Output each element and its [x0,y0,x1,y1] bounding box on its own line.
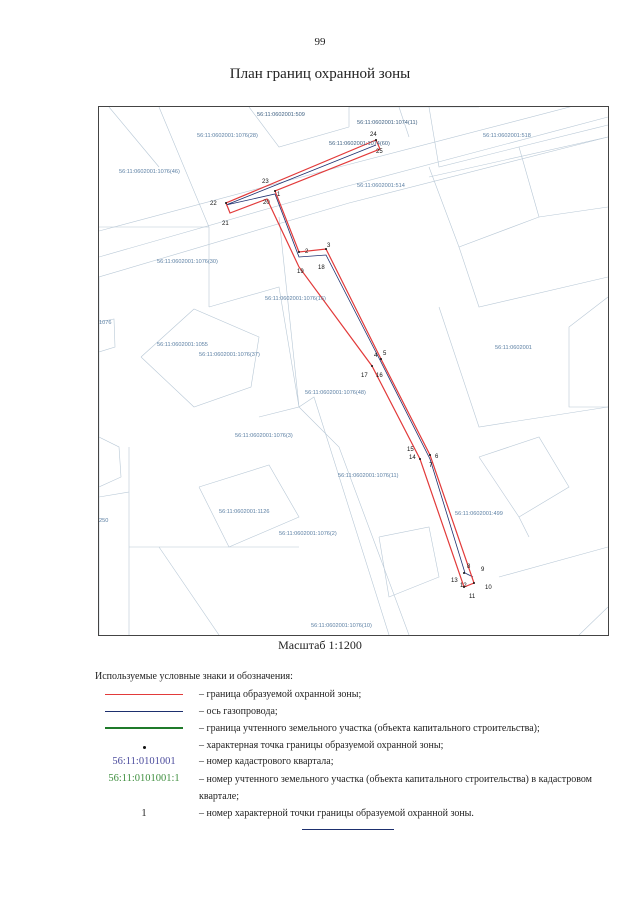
map-label-4: 56:11:0602001:1074(60) [329,141,390,147]
point-marker [298,251,300,253]
point-label-13: 13 [451,578,458,584]
point-label-15: 15 [407,447,414,453]
legend-item-parcel-boundary: – граница учтенного земельного участка (… [96,721,616,739]
point-label-24: 24 [370,132,377,138]
point-label-11: 11 [469,594,476,600]
legend-symbol-parcel-code: 56:11:0101001:1 [108,772,180,784]
point-label-1: 1 [277,192,281,198]
map-label-20: 56:11:0602001:1076(2) [279,531,337,537]
point-marker [274,190,276,192]
point-label-17: 17 [361,373,368,379]
background-parcel-lines [99,107,608,635]
legend-item-gas-axis: – ось газопровода; [96,704,616,722]
point-label-5: 5 [383,351,387,357]
point-label-9: 9 [481,567,485,573]
point-label-12: 12 [460,583,467,589]
legend-symbol-dot [96,738,192,752]
map-label-19: 250 [99,518,108,524]
legend-text: – номер характерной точки границы образу… [199,808,474,819]
point-label-4: 4 [374,353,378,359]
map-label-1: 56:11:0602001:509 [257,112,305,118]
map-label-7: 56:11:0602001:514 [357,183,405,189]
map-label-17: 56:11:0602001:1126 [219,509,270,515]
point-label-25: 25 [376,149,383,155]
map-label-12: 56:11:0602001:1076(37) [199,352,260,358]
point-label-2: 2 [305,249,309,255]
point-label-18: 18 [318,265,325,271]
cadastral-map: 56:11:0602001:509 56:11:0602001:1074(11)… [98,106,609,636]
legend-symbol-quarter-code: 56:11:0101001 [112,755,176,767]
map-label-11: 56:11:0602001:1055 [157,342,208,348]
map-label-5: 56:11:0602001:518 [483,133,531,139]
point-marker [380,358,382,360]
page-title: План границ охранной зоны [229,66,411,82]
point-marker [463,586,465,588]
point-marker [375,139,377,141]
legend-text: – характерная точка границы образуемой о… [199,740,444,751]
legend-item-point-number: 1 – номер характерной точки границы обра… [96,806,616,824]
legend-symbol-number: 1 [141,807,147,819]
point-marker [429,454,431,456]
protection-zone-boundary [225,139,475,588]
map-label-16: 56:11:0602001:1076(11) [338,473,399,479]
map-label-15: 56:11:0602001:1076(3) [235,433,293,439]
legend-item-quarter-number: 56:11:0101001 – номер кадастрового кварт… [96,754,616,772]
map-label-9: 56:11:0602001:1076(16) [265,296,326,302]
point-marker [473,582,475,584]
map-label-21: 56:11:0602001:1076(10) [311,623,372,629]
point-marker [463,572,465,574]
map-label-6: 56:11:0602001:1076(46) [119,169,180,175]
point-label-10: 10 [485,585,492,591]
point-label-3: 3 [327,243,331,249]
point-label-19: 19 [297,269,304,275]
map-scale: Масштаб 1:1200 [278,638,362,652]
legend-text: – номер кадастрового квартала; [199,756,334,767]
point-label-23: 23 [262,179,269,185]
legend-symbol-green-line [96,721,192,735]
point-marker [371,365,373,367]
legend-text: – номер учтенного земельного участка (об… [199,774,593,802]
legend-item-parcel-number: 56:11:0101001:1 – номер учтенного земель… [96,771,616,807]
point-label-21: 21 [222,221,229,227]
legend-title: Используемые условные знаки и обозначени… [95,671,293,682]
legend-symbol-blue-line [96,704,192,718]
point-label-14: 14 [409,455,416,461]
map-label-18: 56:11:0602001:499 [455,511,503,517]
legend-item-point: – характерная точка границы образуемой о… [96,738,616,756]
map-label-10: 1076 [99,320,111,326]
point-marker [225,202,227,204]
map-label-13: 56:11:0602001 [495,345,532,351]
point-marker [419,458,421,460]
map-label-14: 56:11:0602001:1076(48) [305,390,366,396]
page-number: 99 [314,36,326,48]
map-label-2: 56:11:0602001:1074(11) [357,120,418,126]
point-label-22: 22 [210,201,217,207]
legend-text: – граница учтенного земельного участка (… [199,723,540,734]
bottom-rule [302,829,394,830]
point-marker [325,248,327,250]
map-label-3: 56:11:0602001:1076(28) [197,133,258,139]
point-label-8: 8 [467,564,471,570]
point-label-6: 6 [435,454,439,460]
legend-text: – ось газопровода; [199,706,278,717]
gas-pipeline-axis [225,144,474,578]
map-label-8: 56:11:0602001:1076(30) [157,259,218,265]
point-label-20: 20 [263,200,270,206]
legend-item-zone-boundary: – граница образуемой охранной зоны; [96,687,616,705]
point-label-7: 7 [429,463,433,469]
legend-text: – граница образуемой охранной зоны; [199,689,362,700]
map-canvas: 56:11:0602001:509 56:11:0602001:1074(11)… [99,107,608,635]
boundary-points [225,139,475,588]
point-label-16: 16 [376,373,383,379]
legend-symbol-red-line [96,687,192,701]
